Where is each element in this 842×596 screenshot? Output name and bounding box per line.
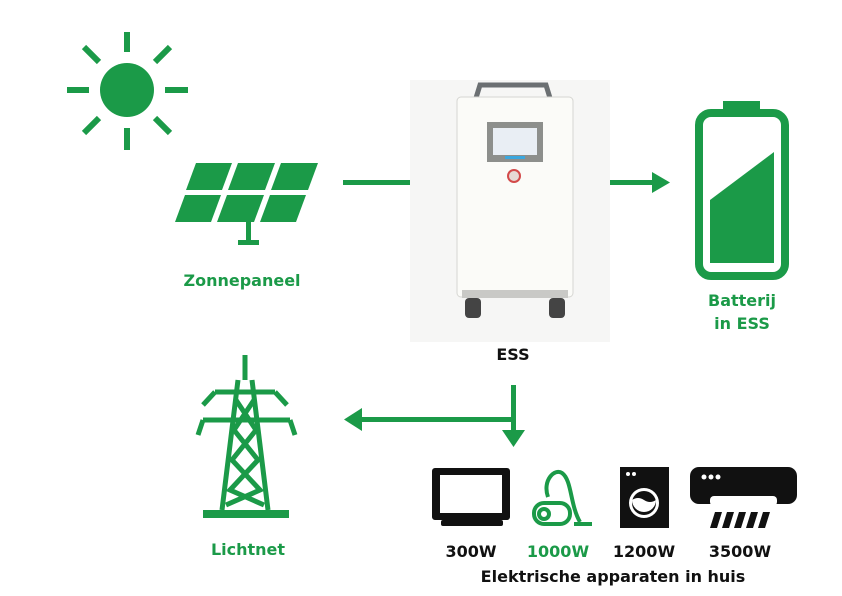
appliance-power-airco: 3500W	[708, 542, 772, 561]
sun-icon	[67, 32, 188, 150]
solar-panel-icon	[175, 163, 318, 245]
arrow-right-icon	[609, 172, 670, 193]
battery-label-line2: in ESS	[714, 314, 770, 333]
solar-panel-label: Zonnepaneel	[183, 271, 301, 290]
vacuum-cleaner-icon	[532, 469, 592, 526]
appliance-power-washer: 1200W	[612, 542, 676, 561]
arrow-split-icon	[344, 385, 525, 447]
grid-label: Lichtnet	[210, 540, 286, 559]
ess-label: ESS	[496, 345, 530, 364]
appliance-power-vacuum: 1000W	[526, 542, 590, 561]
appliances-caption: Elektrische apparaten in huis	[480, 567, 746, 586]
tv-icon	[432, 468, 510, 526]
power-pylon-icon	[195, 355, 298, 518]
washing-machine-icon	[620, 467, 669, 528]
appliance-power-tv: 300W	[445, 542, 497, 561]
ess-unit-image	[410, 80, 610, 342]
battery-icon	[695, 101, 789, 280]
air-conditioner-icon	[690, 467, 797, 528]
battery-label-line1: Batterij	[708, 291, 776, 310]
